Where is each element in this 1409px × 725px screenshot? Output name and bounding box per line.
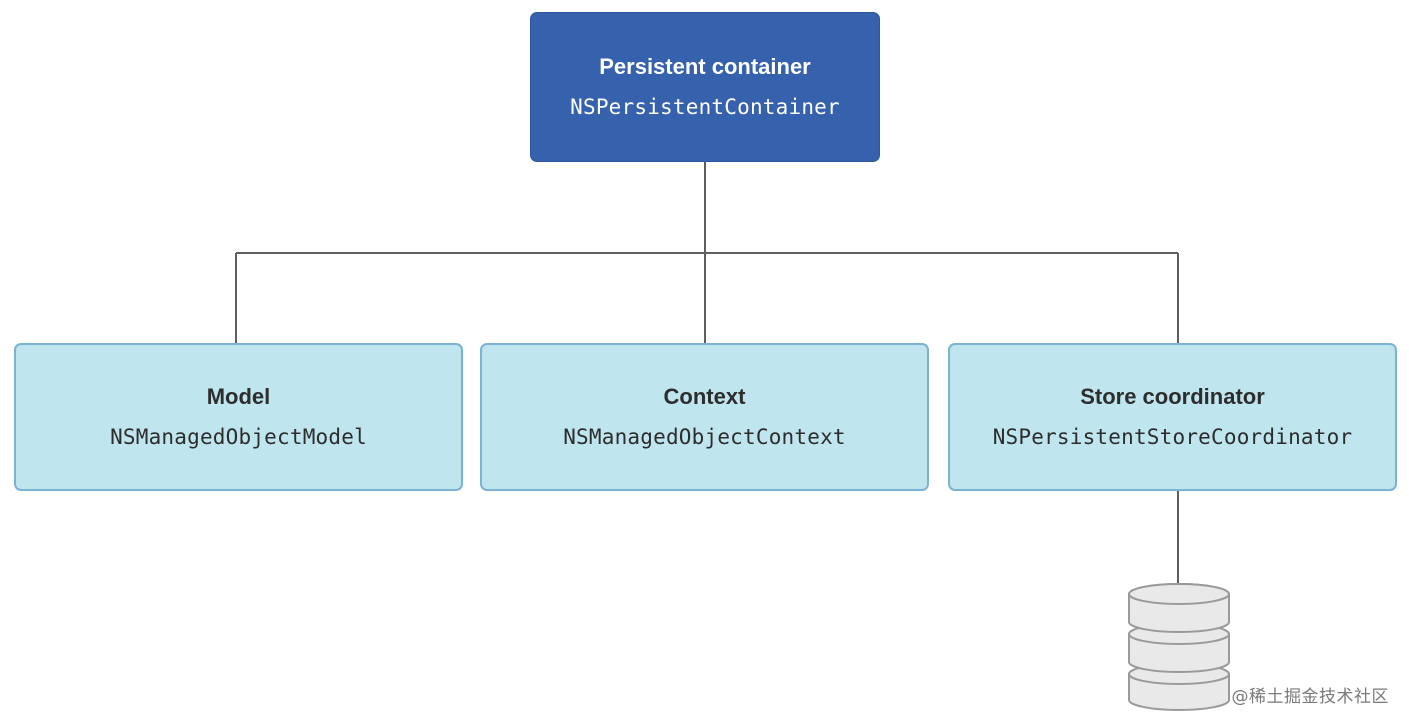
store-coordinator-box: Store coordinator NSPersistentStoreCoord… bbox=[948, 343, 1397, 491]
store-coordinator-class: NSPersistentStoreCoordinator bbox=[992, 425, 1353, 449]
context-box: Context NSManagedObjectContext bbox=[480, 343, 929, 491]
persistent-container-box: Persistent container NSPersistentContain… bbox=[530, 12, 880, 162]
model-class: NSManagedObjectModel bbox=[110, 425, 367, 449]
persistent-container-class: NSPersistentContainer bbox=[570, 95, 840, 119]
context-title: Context bbox=[663, 384, 746, 409]
model-title: Model bbox=[206, 384, 271, 409]
watermark-text: @稀土掘金技术社区 bbox=[1231, 687, 1389, 707]
database-icon bbox=[1128, 583, 1230, 711]
model-box: Model NSManagedObjectModel bbox=[14, 343, 463, 491]
store-coordinator-title: Store coordinator bbox=[1080, 384, 1265, 409]
context-class: NSManagedObjectContext bbox=[563, 425, 846, 449]
persistent-container-title: Persistent container bbox=[599, 54, 811, 79]
